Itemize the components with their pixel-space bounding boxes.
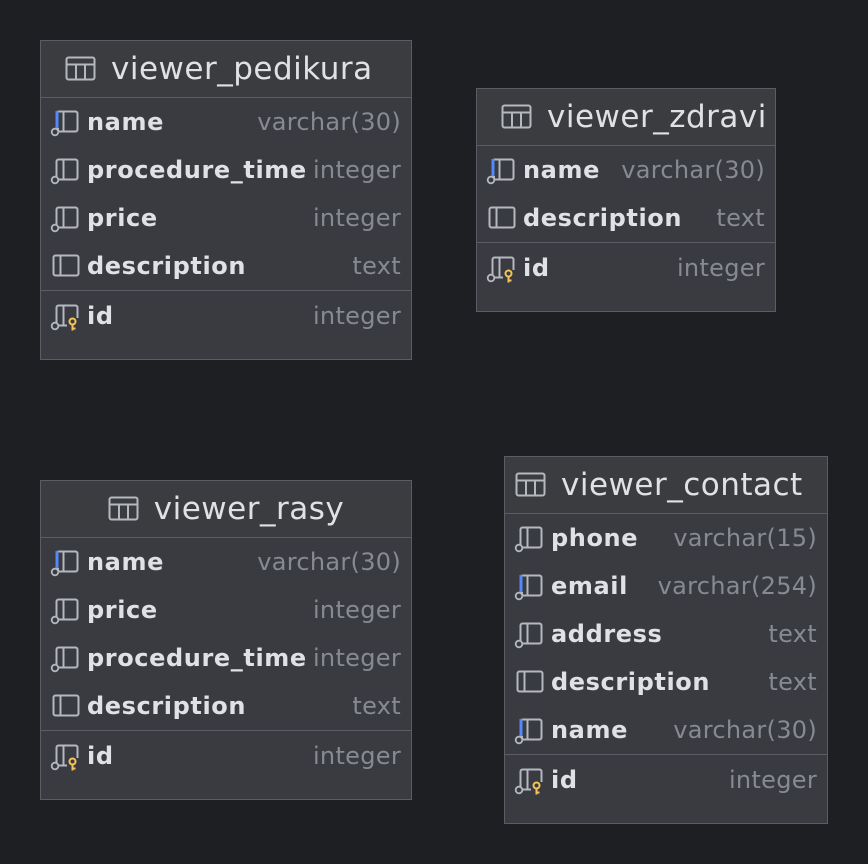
- column-type: text: [768, 668, 817, 696]
- table-header[interactable]: viewer_contact: [505, 457, 827, 514]
- column-type: integer: [312, 302, 401, 330]
- column-type: varchar(30): [673, 716, 817, 744]
- column-type: text: [352, 692, 401, 720]
- column-type: integer: [312, 742, 401, 770]
- column-required-icon: [50, 547, 80, 577]
- column-row[interactable]: procedure_time integer: [41, 634, 411, 682]
- table-viewer-pedikura[interactable]: viewer_pedikura name varchar(30) procedu…: [40, 40, 412, 360]
- primary-key-row[interactable]: id integer: [477, 242, 775, 293]
- table-viewer-contact[interactable]: viewer_contact phone varchar(15) email v…: [504, 456, 828, 824]
- column-row[interactable]: price integer: [41, 586, 411, 634]
- column-row[interactable]: name varchar(30): [505, 706, 827, 754]
- column-name: email: [551, 572, 628, 600]
- primary-key-icon: [514, 765, 544, 795]
- column-type: text: [768, 620, 817, 648]
- column-type: varchar(15): [673, 524, 817, 552]
- column-required-icon: [514, 571, 544, 601]
- primary-key-icon: [50, 301, 80, 331]
- column-icon: [50, 203, 80, 233]
- column-name: name: [523, 156, 600, 184]
- column-required-icon: [50, 107, 80, 137]
- table-icon: [501, 102, 533, 132]
- column-name: procedure_time: [87, 156, 307, 184]
- column-icon: [50, 155, 80, 185]
- column-type: integer: [676, 254, 765, 282]
- column-name: address: [551, 620, 663, 648]
- table-header[interactable]: viewer_rasy: [41, 481, 411, 538]
- column-name: price: [87, 204, 158, 232]
- column-icon: [514, 619, 544, 649]
- column-type: varchar(30): [257, 548, 401, 576]
- column-type: text: [352, 252, 401, 280]
- column-type: integer: [312, 596, 401, 624]
- table-icon: [515, 470, 547, 500]
- column-row[interactable]: description text: [477, 194, 775, 242]
- column-icon: [50, 643, 80, 673]
- column-name: phone: [551, 524, 639, 552]
- column-name: id: [87, 742, 114, 770]
- column-row[interactable]: price integer: [41, 194, 411, 242]
- table-icon: [108, 494, 140, 524]
- column-type: varchar(254): [657, 572, 817, 600]
- column-required-icon: [514, 715, 544, 745]
- column-name: id: [523, 254, 550, 282]
- primary-key-row[interactable]: id integer: [41, 290, 411, 341]
- table-title: viewer_zdravi: [547, 99, 767, 135]
- column-row[interactable]: email varchar(254): [505, 562, 827, 610]
- table-title: viewer_rasy: [153, 491, 345, 527]
- column-name: id: [551, 766, 578, 794]
- column-nullable-icon: [486, 203, 516, 233]
- column-nullable-icon: [514, 667, 544, 697]
- column-name: name: [87, 108, 164, 136]
- table-viewer-zdravi[interactable]: viewer_zdravi name varchar(30) descripti…: [476, 88, 776, 312]
- table-viewer-rasy[interactable]: viewer_rasy name varchar(30) price integ…: [40, 480, 412, 800]
- column-name: id: [87, 302, 114, 330]
- column-name: name: [551, 716, 628, 744]
- column-name: description: [87, 692, 247, 720]
- table-header[interactable]: viewer_pedikura: [41, 41, 411, 98]
- table-title: viewer_contact: [561, 467, 803, 503]
- column-icon: [50, 595, 80, 625]
- column-name: name: [87, 548, 164, 576]
- column-type: integer: [312, 204, 401, 232]
- column-type: integer: [312, 644, 401, 672]
- column-nullable-icon: [50, 251, 80, 281]
- column-row[interactable]: name varchar(30): [477, 146, 775, 194]
- column-name: description: [87, 252, 247, 280]
- column-row[interactable]: phone varchar(15): [505, 514, 827, 562]
- column-row[interactable]: procedure_time integer: [41, 146, 411, 194]
- column-row[interactable]: description text: [41, 682, 411, 730]
- column-type: varchar(30): [621, 156, 765, 184]
- column-name: procedure_time: [87, 644, 307, 672]
- table-header[interactable]: viewer_zdravi: [477, 89, 775, 146]
- column-row[interactable]: address text: [505, 610, 827, 658]
- primary-key-row[interactable]: id integer: [505, 754, 827, 805]
- column-type: text: [716, 204, 765, 232]
- table-icon: [65, 54, 97, 84]
- column-nullable-icon: [50, 691, 80, 721]
- table-title: viewer_pedikura: [111, 51, 373, 87]
- column-name: description: [551, 668, 711, 696]
- primary-key-row[interactable]: id integer: [41, 730, 411, 781]
- column-name: description: [523, 204, 683, 232]
- column-required-icon: [486, 155, 516, 185]
- column-type: integer: [312, 156, 401, 184]
- column-type: integer: [728, 766, 817, 794]
- primary-key-icon: [50, 741, 80, 771]
- primary-key-icon: [486, 253, 516, 283]
- column-row[interactable]: description text: [505, 658, 827, 706]
- column-row[interactable]: description text: [41, 242, 411, 290]
- column-type: varchar(30): [257, 108, 401, 136]
- column-icon: [514, 523, 544, 553]
- column-name: price: [87, 596, 158, 624]
- column-row[interactable]: name varchar(30): [41, 98, 411, 146]
- column-row[interactable]: name varchar(30): [41, 538, 411, 586]
